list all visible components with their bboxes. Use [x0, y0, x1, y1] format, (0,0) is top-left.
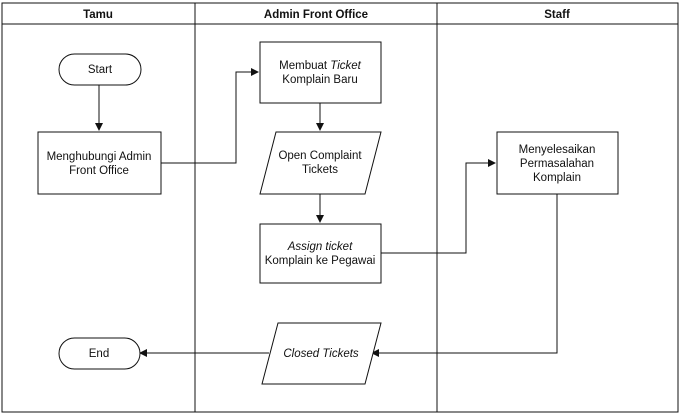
svg-text:Komplain: Komplain	[533, 172, 581, 184]
svg-text:Front Office: Front Office	[69, 165, 129, 177]
svg-text:Assign ticket: Assign ticket	[287, 241, 353, 253]
svg-text:Open Complaint: Open Complaint	[278, 150, 362, 162]
selesai-label-line1: Menyelesaikan	[519, 144, 596, 156]
assign-label-line1: Assign ticket	[287, 241, 353, 253]
svg-text:Membuat Ticket: Membuat Ticket	[279, 60, 362, 72]
process-menyelesaikan-komplain: Menyelesaikan Permasalahan Komplain	[496, 131, 619, 195]
process-assign-ticket: Assign ticket Komplain ke Pegawai	[259, 223, 382, 284]
svg-text:Komplain ke Pegawai: Komplain ke Pegawai	[265, 255, 376, 267]
arrow-selesai-to-closed	[371, 194, 558, 357]
lane-header-staff: Staff	[544, 9, 570, 21]
selesai-label-line2: Permasalahan	[520, 158, 594, 170]
svg-text:Permasalahan: Permasalahan	[520, 158, 594, 170]
buat-label-line2: Komplain Baru	[282, 74, 357, 86]
end-label: End	[89, 348, 109, 360]
svg-text:Menyelesaikan: Menyelesaikan	[519, 144, 596, 156]
connectors	[95, 68, 558, 357]
data-closed-tickets: Closed Tickets	[261, 322, 382, 385]
buat-label-italic: Ticket	[330, 60, 361, 72]
open-label-line1: Open Complaint	[278, 150, 362, 162]
process-menghubungi-admin: Menghubungi Admin Front Office	[37, 131, 162, 195]
lane-header-tamu: Tamu	[83, 9, 113, 21]
lane-header-admin-front-office: Admin Front Office	[264, 9, 368, 21]
assign-label-line2: Komplain ke Pegawai	[265, 255, 376, 267]
closed-label: Closed Tickets	[283, 348, 359, 360]
svg-text:Menghubungi Admin: Menghubungi Admin	[47, 151, 152, 163]
svg-text:Komplain Baru: Komplain Baru	[282, 74, 357, 86]
arrow-assign-to-selesai	[381, 159, 496, 254]
start-terminator: Start	[58, 53, 142, 86]
process-membuat-ticket: Membuat Ticket Komplain Baru	[259, 41, 382, 104]
svg-text:Closed Tickets: Closed Tickets	[283, 348, 359, 360]
hubungi-label-line1: Menghubungi Admin	[47, 151, 152, 163]
data-open-complaint-tickets: Open Complaint Tickets	[259, 131, 382, 195]
hubungi-label-line2: Front Office	[69, 165, 129, 177]
buat-label-prefix: Membuat	[279, 60, 330, 72]
end-terminator: End	[58, 337, 141, 370]
selesai-label-line3: Komplain	[533, 172, 581, 184]
open-label-line2: Tickets	[302, 164, 338, 176]
start-label: Start	[88, 64, 113, 76]
arrow-hubungi-to-buat	[161, 68, 259, 164]
svg-text:Tickets: Tickets	[302, 164, 338, 176]
